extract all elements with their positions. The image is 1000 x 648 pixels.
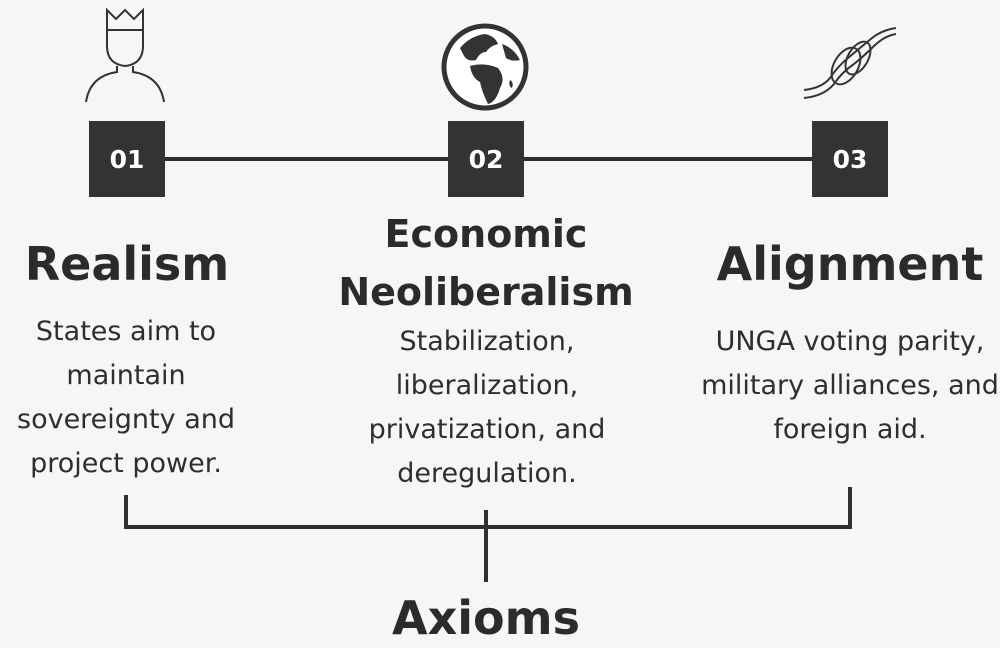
step-title-2: Economic Neoliberalism <box>338 212 634 314</box>
step-number-badge-3: 03 <box>812 121 888 197</box>
globe-icon <box>441 23 529 111</box>
knot-icon <box>803 27 897 99</box>
step-title-3: Alignment <box>716 237 984 291</box>
step-description-3: UNGA voting parity, military alliances, … <box>701 326 999 445</box>
king-icon <box>85 7 165 103</box>
axioms-title: Axioms <box>392 591 580 645</box>
step-description-2: Stabilization, liberalization, privatiza… <box>368 326 606 489</box>
step-number-badge-1: 01 <box>89 121 165 197</box>
step-title-1: Realism <box>24 237 230 291</box>
step-description-1: States aim to maintain sovereignty and p… <box>17 316 235 479</box>
step-number-badge-2: 02 <box>448 121 524 197</box>
